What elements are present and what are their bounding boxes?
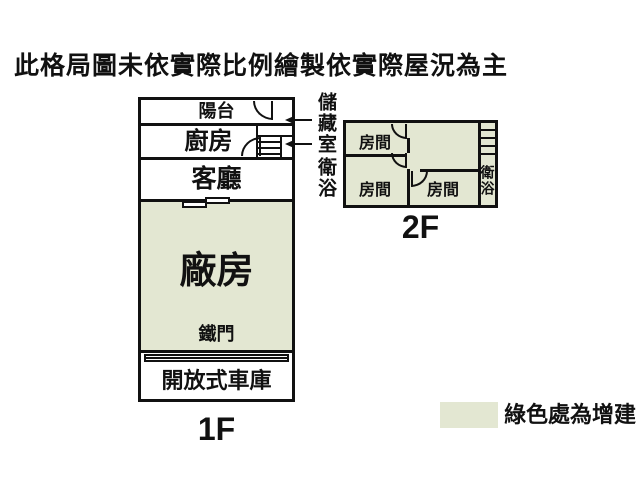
room-kitchen: 廚房	[141, 126, 292, 160]
callout-storage-label: 儲藏室	[315, 92, 336, 155]
room-garage-label: 開放式車庫	[161, 368, 272, 393]
iron-door-label: 鐵門	[198, 324, 235, 344]
room-living-label: 客廳	[191, 165, 242, 193]
room-workshop: 廠房 鐵門	[141, 202, 292, 353]
room-garage: 開放式車庫	[141, 362, 292, 399]
floor-1f-label: 1F	[197, 411, 236, 447]
floor-2f-label: 2F	[401, 209, 440, 245]
wall	[346, 154, 407, 157]
sliding-door-panel-2	[205, 197, 230, 204]
iron-roller-door	[144, 354, 289, 362]
room-2f-bottom-left-label: 房間	[358, 182, 391, 199]
wall	[407, 169, 410, 205]
bath-arrow-icon	[285, 140, 312, 148]
disclaimer-title: 此格局圖未依實際比例繪製依實際屋況為主	[14, 52, 509, 80]
storage-arrow-icon	[285, 116, 312, 124]
room-balcony-label: 陽台	[198, 101, 235, 121]
sliding-door-panel-1	[182, 201, 207, 208]
stairs-2f	[481, 123, 495, 155]
room-balcony: 陽台	[141, 100, 292, 126]
room-living: 客廳	[141, 160, 292, 202]
legend-green-swatch	[440, 402, 498, 428]
wall	[420, 169, 478, 172]
door-arc-2f-left	[391, 153, 407, 168]
storage-room-area	[256, 126, 292, 137]
room-2f-bath-label: 衛浴	[479, 165, 496, 197]
floorplan-2f: 房間 房間 房間 衛浴	[343, 120, 498, 208]
wall	[407, 138, 410, 153]
room-2f-middle-label: 房間	[426, 182, 459, 199]
callout-bath-label: 衛浴	[315, 157, 336, 199]
room-2f-top-left-label: 房間	[358, 135, 391, 152]
wall	[478, 123, 481, 205]
legend-label: 綠色處為增建	[504, 402, 637, 427]
floorplan-1f: 陽台 廚房 客廳 廠房 鐵門 開放式車庫	[138, 97, 295, 402]
room-kitchen-label: 廚房	[184, 128, 233, 155]
room-workshop-label: 廠房	[179, 250, 254, 291]
